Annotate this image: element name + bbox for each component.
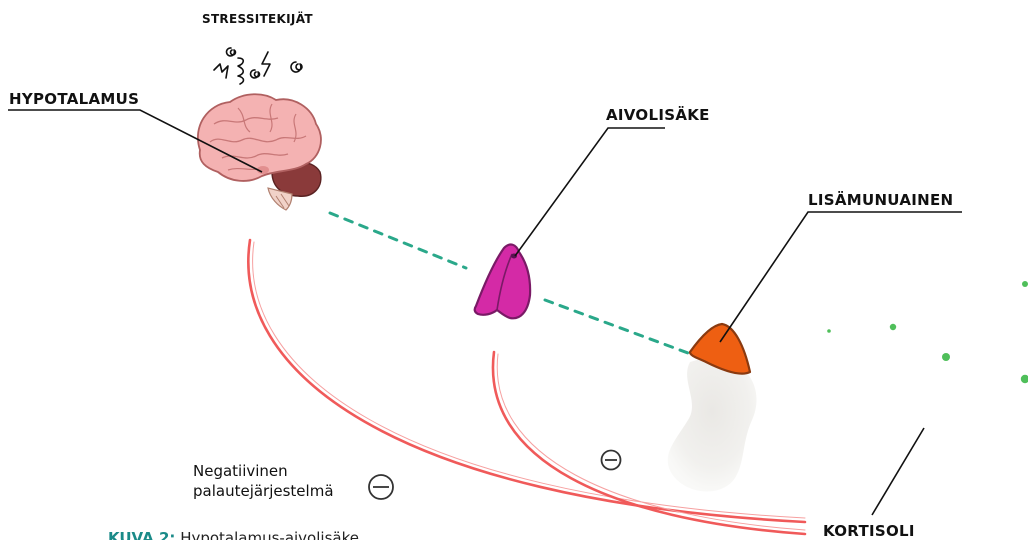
figure-caption-text: Hypotalamus-aivolisäke [180, 529, 359, 540]
cortisol-pointer [872, 428, 924, 515]
feedback-label-line2: palautejärjestelmä [193, 481, 334, 501]
stress-squiggles-icon [214, 48, 302, 84]
pituitary-pointer [515, 128, 665, 256]
stress-factors-label: STRESSITEKIJÄT [202, 12, 313, 26]
adrenal-pointer [720, 212, 962, 342]
pituitary-gland-icon [475, 245, 530, 319]
minus-circle-icon [369, 475, 393, 499]
cortisol-label: KORTISOLI [823, 522, 915, 540]
hypothalamus-label: HYPOTALAMUS [9, 90, 139, 108]
pituitary-label: AIVOLISÄKE [606, 106, 710, 124]
signal-path-hypothalamus-pituitary [330, 213, 466, 268]
feedback-label: Negatiivinen palautejärjestelmä [193, 461, 334, 501]
figure-number: KUVA 2: [108, 529, 175, 540]
minus-circle-icon [602, 451, 621, 470]
signal-path-pituitary-adrenal [545, 300, 688, 353]
figure-caption: KUVA 2: Hypotalamus-aivolisäke [108, 529, 359, 540]
feedback-label-line1: Negatiivinen [193, 461, 334, 481]
kidney-icon [668, 358, 757, 492]
cortisol-dots [827, 281, 1028, 383]
brain-icon [198, 94, 321, 210]
adrenal-label: LISÄMUNUAINEN [808, 191, 953, 209]
